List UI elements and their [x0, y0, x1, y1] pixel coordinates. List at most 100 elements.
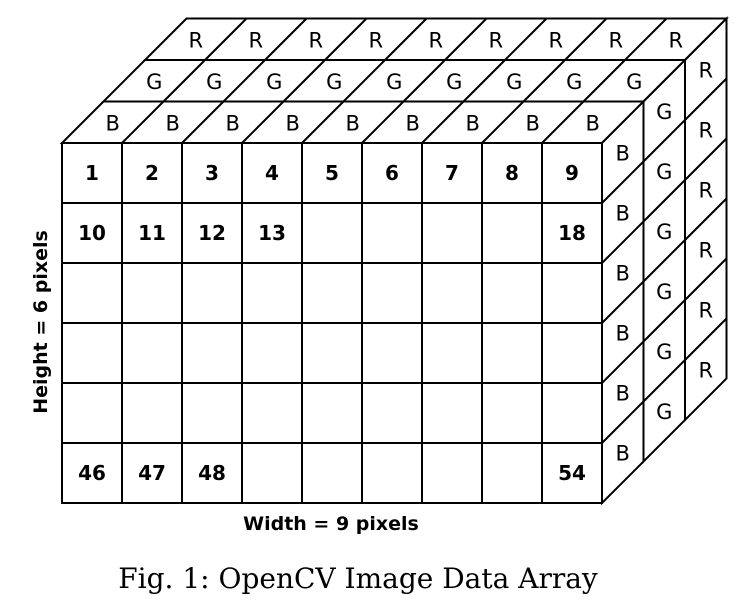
width-label: Width = 9 pixels	[243, 513, 419, 535]
side-channel-b: B	[616, 141, 630, 165]
side-divider	[642, 299, 686, 343]
side-channel-r: R	[698, 118, 713, 142]
side-channel-b: B	[616, 381, 630, 405]
top-channel-g: G	[146, 70, 162, 94]
side-divider	[684, 137, 728, 181]
top-divider	[361, 100, 405, 144]
top-channel-r: R	[488, 28, 503, 52]
side-divider	[601, 400, 645, 444]
side-channel-g: G	[656, 100, 672, 124]
side-channel-r: R	[698, 238, 713, 262]
top-divider	[121, 100, 165, 144]
top-divider	[301, 100, 345, 144]
top-channel-g: G	[446, 70, 462, 94]
pixel-index: 4	[265, 161, 279, 185]
side-channel-g: G	[656, 400, 672, 424]
top-channel-g: G	[266, 70, 282, 94]
top-channel-g: G	[626, 70, 642, 94]
pixel-index: 46	[78, 461, 106, 485]
pixel-index: 2	[145, 161, 159, 185]
top-divider	[264, 17, 308, 61]
side-channel-b: B	[616, 321, 630, 345]
top-divider	[564, 17, 608, 61]
pixel-index: 9	[565, 161, 579, 185]
top-divider	[421, 100, 465, 144]
pixel-index: 5	[325, 161, 339, 185]
side-channel-g: G	[656, 220, 672, 244]
top-channel-r: R	[428, 28, 443, 52]
cube-faces	[59, 16, 729, 506]
pixel-index: 18	[558, 221, 586, 245]
top-channel-r: R	[188, 28, 203, 52]
pixel-index: 1	[85, 161, 99, 185]
top-channel-b: B	[526, 111, 540, 135]
top-divider	[162, 59, 206, 103]
top-divider	[204, 17, 248, 61]
side-divider	[684, 197, 728, 241]
top-channel-g: G	[326, 70, 342, 94]
pixel-index: 48	[198, 461, 226, 485]
side-channel-g: G	[656, 340, 672, 364]
top-divider	[444, 17, 488, 61]
side-divider	[642, 359, 686, 403]
top-channel-r: R	[608, 28, 623, 52]
side-channel-r: R	[698, 58, 713, 82]
top-divider	[582, 59, 626, 103]
top-channel-r: R	[668, 28, 683, 52]
side-divider	[642, 239, 686, 283]
side-divider	[601, 340, 645, 384]
side-channel-g: G	[656, 280, 672, 304]
side-channel-r: R	[698, 298, 713, 322]
top-divider	[522, 59, 566, 103]
pixel-index: 12	[198, 221, 226, 245]
top-channel-b: B	[166, 111, 180, 135]
top-divider	[324, 17, 368, 61]
top-divider	[342, 59, 386, 103]
top-divider	[504, 17, 548, 61]
top-channel-g: G	[206, 70, 222, 94]
pixel-index: 47	[138, 461, 166, 485]
top-channel-g: G	[506, 70, 522, 94]
pixel-index: 11	[138, 221, 166, 245]
top-channel-r: R	[368, 28, 383, 52]
top-divider	[402, 59, 446, 103]
side-channel-r: R	[698, 358, 713, 382]
top-divider	[241, 100, 285, 144]
top-channel-r: R	[248, 28, 263, 52]
pixel-index: 8	[505, 161, 519, 185]
top-divider	[222, 59, 266, 103]
front-face-grid	[61, 142, 603, 504]
side-divider	[684, 257, 728, 301]
side-divider	[642, 179, 686, 223]
pixel-index: 10	[78, 221, 106, 245]
pixel-index: 3	[205, 161, 219, 185]
top-channel-g: G	[566, 70, 582, 94]
top-divider	[624, 17, 668, 61]
top-channel-b: B	[226, 111, 240, 135]
side-divider	[684, 77, 728, 121]
top-channel-r: R	[308, 28, 323, 52]
top-channel-b: B	[466, 111, 480, 135]
pixel-index: 13	[258, 221, 286, 245]
side-divider	[601, 280, 645, 324]
side-channel-g: G	[656, 160, 672, 184]
side-divider	[642, 119, 686, 163]
pixel-index: 6	[385, 161, 399, 185]
top-divider	[181, 100, 225, 144]
top-channel-b: B	[346, 111, 360, 135]
side-channel-b: B	[616, 441, 630, 465]
side-divider	[684, 317, 728, 361]
side-channel-r: R	[698, 178, 713, 202]
top-divider	[384, 17, 428, 61]
figure-caption: Fig. 1: OpenCV Image Data Array	[118, 562, 598, 595]
top-divider	[541, 100, 585, 144]
top-divider	[462, 59, 506, 103]
top-channel-g: G	[386, 70, 402, 94]
height-label: Height = 6 pixels	[30, 230, 52, 414]
top-divider	[481, 100, 525, 144]
side-channel-b: B	[616, 261, 630, 285]
top-channel-b: B	[106, 111, 120, 135]
side-divider	[601, 160, 645, 204]
